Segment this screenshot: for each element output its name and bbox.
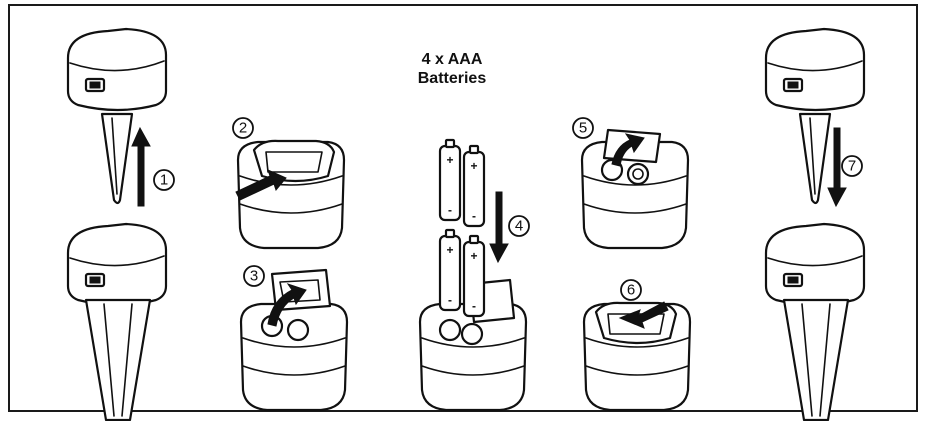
step7-arrow-down	[827, 127, 847, 208]
battery-title: 4 x AAA Batteries	[372, 50, 532, 88]
step4-number: 4	[515, 218, 523, 235]
step2-number: 2	[239, 120, 247, 137]
step7-device-top	[764, 27, 866, 205]
step5-number: 5	[579, 120, 587, 137]
battery-aaa: + -	[438, 228, 462, 312]
step1-number-badge: 1	[153, 169, 175, 191]
step3-number-badge: 3	[243, 265, 265, 287]
svg-text:-: -	[448, 293, 452, 307]
step1-arrow-up	[131, 126, 151, 207]
step6-arrow	[618, 301, 669, 329]
step4-arrow-down	[489, 191, 509, 264]
step2-device	[236, 139, 346, 250]
step2-number-badge: 2	[232, 117, 254, 139]
step3-arrow	[267, 283, 307, 327]
step6-number: 6	[627, 282, 635, 299]
svg-text:+: +	[470, 249, 477, 263]
step4-number-badge: 4	[508, 215, 530, 237]
step1-number: 1	[160, 172, 168, 189]
step7-device-bottom	[764, 222, 866, 421]
step6-number-badge: 6	[620, 279, 642, 301]
battery-type-text: Batteries	[417, 70, 487, 87]
step5-arrow	[611, 133, 645, 167]
svg-text:+: +	[470, 159, 477, 173]
step7-number: 7	[848, 158, 856, 175]
step1-device-bottom	[66, 222, 168, 421]
step1-device-top	[66, 27, 168, 205]
svg-text:-: -	[472, 299, 476, 313]
step4-battery-pair-bottom: + - + -	[438, 228, 486, 318]
step3-number: 3	[250, 268, 258, 285]
svg-text:-: -	[472, 209, 476, 223]
battery-aaa: + -	[462, 144, 486, 228]
step7-number-badge: 7	[841, 155, 863, 177]
svg-text:+: +	[446, 153, 453, 167]
battery-aaa: + -	[462, 234, 486, 318]
svg-text:+: +	[446, 243, 453, 257]
battery-count-text: 4 x AAA	[421, 51, 483, 68]
svg-text:-: -	[448, 203, 452, 217]
battery-aaa: + -	[438, 138, 462, 222]
step5-number-badge: 5	[572, 117, 594, 139]
step4-battery-pair-top: + - + -	[438, 138, 486, 228]
step2-arrow	[235, 169, 287, 201]
